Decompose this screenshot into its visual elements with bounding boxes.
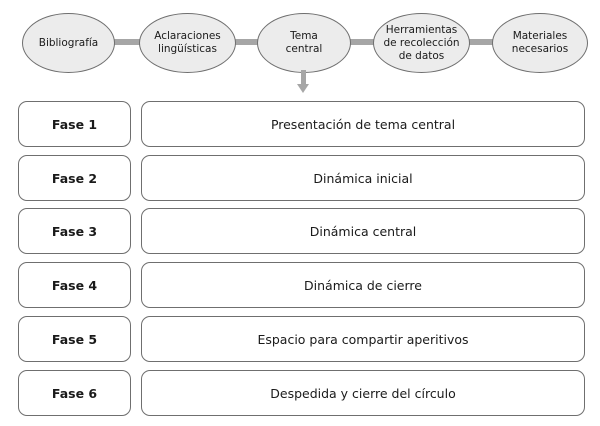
phase-label-2: Fase 2 [18, 155, 131, 201]
node-aclaraciones-linguisticas: Aclaraciones lingüísticas [139, 13, 236, 73]
phase-description-2: Dinámica inicial [141, 155, 585, 201]
connector-line [113, 39, 143, 45]
phase-description-1: Presentación de tema central [141, 101, 585, 147]
phase-label-3: Fase 3 [18, 208, 131, 254]
connector-line [233, 39, 260, 45]
phase-label-5: Fase 5 [18, 316, 131, 362]
node-herramientas-recoleccion: Herramientas de recolección de datos [373, 13, 470, 73]
down-arrow-shaft [301, 70, 306, 84]
connector-line [349, 39, 376, 45]
down-arrow-icon [297, 84, 309, 93]
phase-label-1: Fase 1 [18, 101, 131, 147]
phase-label-6: Fase 6 [18, 370, 131, 416]
node-bibliografia: Bibliografía [22, 13, 115, 73]
node-materiales-necesarios: Materiales necesarios [492, 13, 588, 73]
node-tema-central: Tema central [257, 13, 351, 73]
phase-label-4: Fase 4 [18, 262, 131, 308]
phase-description-4: Dinámica de cierre [141, 262, 585, 308]
phase-description-6: Despedida y cierre del círculo [141, 370, 585, 416]
phase-description-3: Dinámica central [141, 208, 585, 254]
phase-description-5: Espacio para compartir aperitivos [141, 316, 585, 362]
connector-line [468, 39, 495, 45]
